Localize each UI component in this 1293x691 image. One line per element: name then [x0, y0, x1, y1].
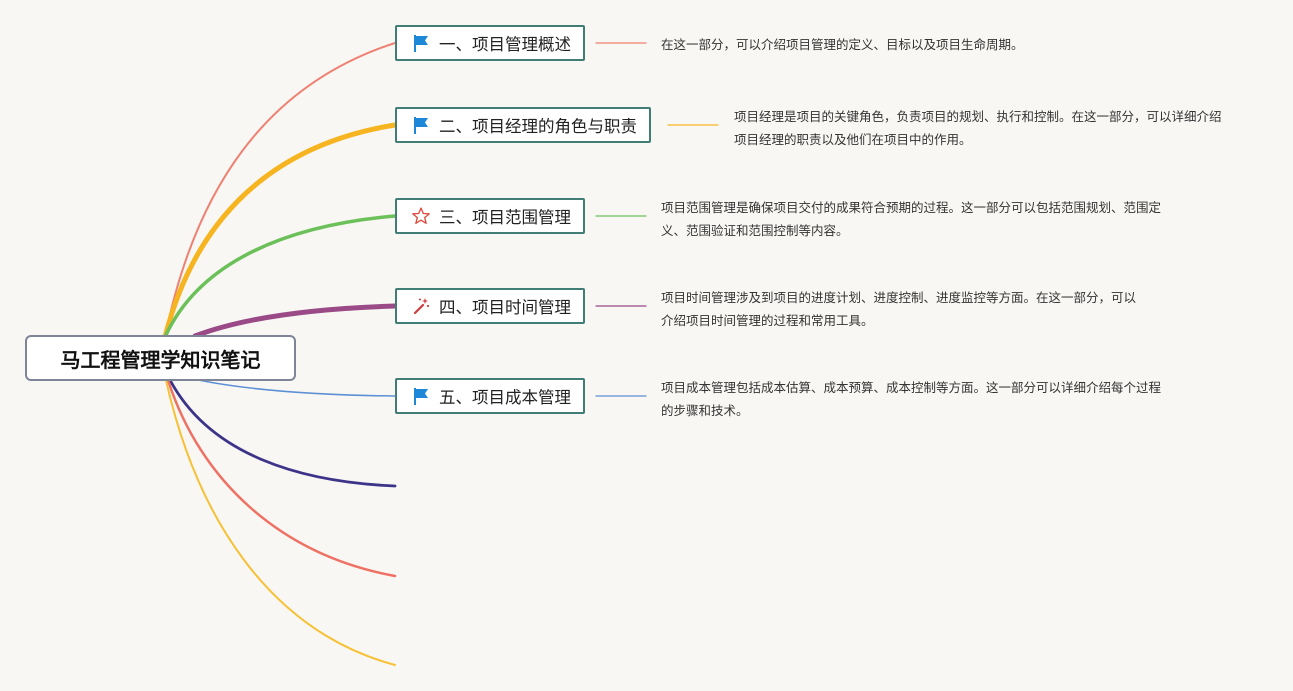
- branch-line: [164, 42, 396, 338]
- branch-line: [163, 214, 397, 339]
- empty-branch-line: [165, 379, 396, 666]
- note-cost-management: 项目成本管理包括成本估算、成本预算、成本控制等方面。这一部分可以详细介绍每个过程…: [661, 380, 1162, 418]
- topic-project-manager-role[interactable]: 二、项目经理的角色与职责: [395, 107, 651, 143]
- note-scope-management: 项目范围管理是确保项目交付的成果符合预期的过程。这一部分可以包括范围规划、范围定…: [661, 200, 1162, 238]
- flag-icon: [411, 33, 431, 53]
- note-project-overview: 在这一部分，可以介绍项目管理的定义、目标以及项目生命周期。: [661, 37, 1024, 52]
- branch-line: [192, 303, 398, 339]
- topic-label: 四、项目时间管理: [439, 298, 571, 317]
- empty-branch-line: [166, 378, 397, 578]
- root-title: 马工程管理学知识笔记: [60, 347, 261, 372]
- topic-scope-management[interactable]: 三、项目范围管理: [395, 198, 585, 234]
- root-topic[interactable]: 马工程管理学知识笔记: [25, 335, 296, 381]
- topic-label: 三、项目范围管理: [439, 208, 571, 227]
- topic-label: 一、项目管理概述: [439, 35, 571, 54]
- flag-icon: [411, 115, 431, 135]
- topic-project-overview[interactable]: 一、项目管理概述: [395, 25, 585, 61]
- topic-label: 二、项目经理的角色与职责: [439, 117, 637, 136]
- star-outline-icon: [411, 206, 431, 226]
- flag-icon: [411, 386, 431, 406]
- note-time-management: 项目时间管理涉及到项目的进度计划、进度控制、进度监控等方面。在这一部分，可以介绍…: [661, 290, 1137, 328]
- topic-label: 五、项目成本管理: [439, 388, 571, 407]
- topic-cost-management[interactable]: 五、项目成本管理: [395, 378, 585, 414]
- note-project-manager-role: 项目经理是项目的关键角色，负责项目的规划、执行和控制。在这一部分，可以详细介绍项…: [734, 109, 1222, 147]
- branch-line: [162, 122, 398, 340]
- empty-branch-line: [168, 378, 397, 488]
- topic-time-management[interactable]: 四、项目时间管理: [395, 288, 585, 324]
- magic-wand-icon: [411, 296, 431, 316]
